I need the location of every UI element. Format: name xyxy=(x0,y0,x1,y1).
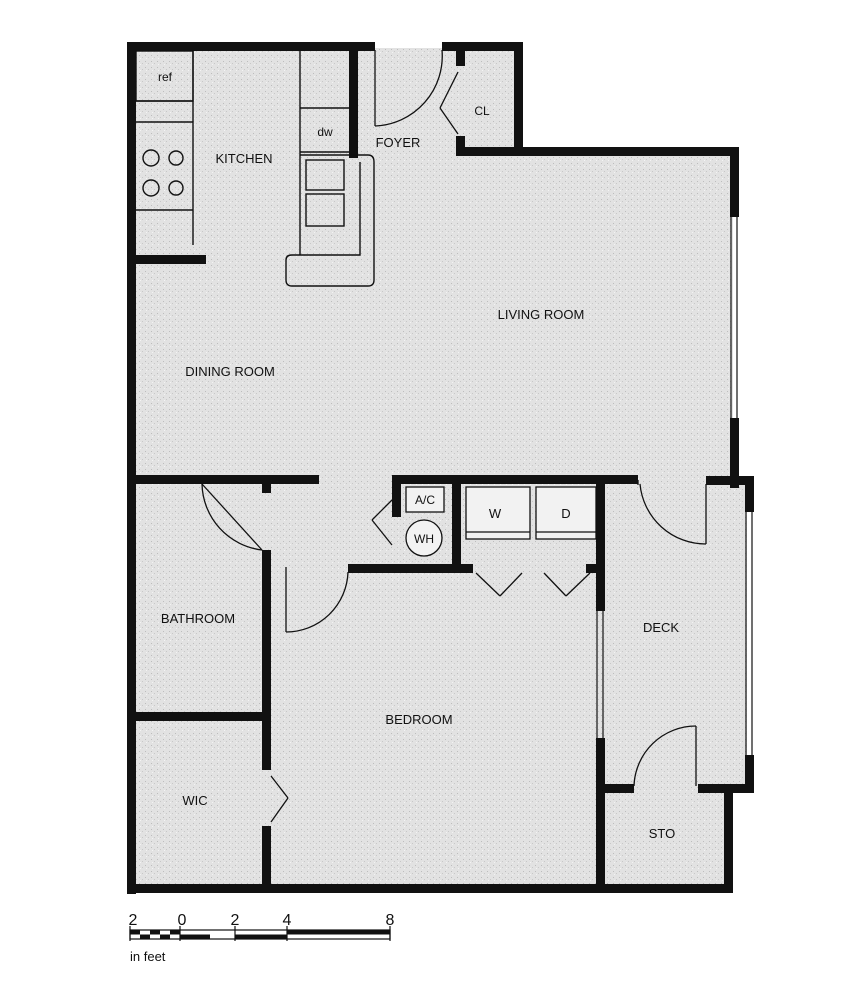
doors xyxy=(201,49,707,823)
label-dryer: D xyxy=(561,506,570,521)
label-foyer: FOYER xyxy=(376,135,421,150)
walls xyxy=(127,42,754,894)
scale-tick-label: 0 xyxy=(178,912,187,929)
scale-tick-label: 8 xyxy=(386,912,395,929)
label-storage: STO xyxy=(649,826,676,841)
label-deck: DECK xyxy=(643,620,679,635)
label-closet: CL xyxy=(474,104,490,118)
label-dw: dw xyxy=(317,125,333,139)
utility-fixtures xyxy=(405,486,597,557)
scale-tick-label: 4 xyxy=(283,912,292,929)
scale-tick-label: 2 xyxy=(231,912,240,929)
label-kitchen: KITCHEN xyxy=(215,151,272,166)
scale-tick-label: 2 xyxy=(129,912,138,929)
scale-bar: 2 0 2 4 8 in feet xyxy=(129,912,395,964)
label-living-room: LIVING ROOM xyxy=(498,307,585,322)
label-bedroom: BEDROOM xyxy=(385,712,452,727)
label-ac: A/C xyxy=(415,493,435,507)
label-ref: ref xyxy=(158,70,173,84)
label-washer: W xyxy=(489,506,502,521)
label-walk-in-closet: WIC xyxy=(182,793,207,808)
floor-area xyxy=(134,48,747,888)
label-water-heater: WH xyxy=(414,532,434,546)
windows xyxy=(596,217,753,755)
label-bathroom: BATHROOM xyxy=(161,611,235,626)
scale-unit-label: in feet xyxy=(130,949,166,964)
kitchen-fixtures xyxy=(135,50,375,287)
label-dining-room: DINING ROOM xyxy=(185,364,275,379)
